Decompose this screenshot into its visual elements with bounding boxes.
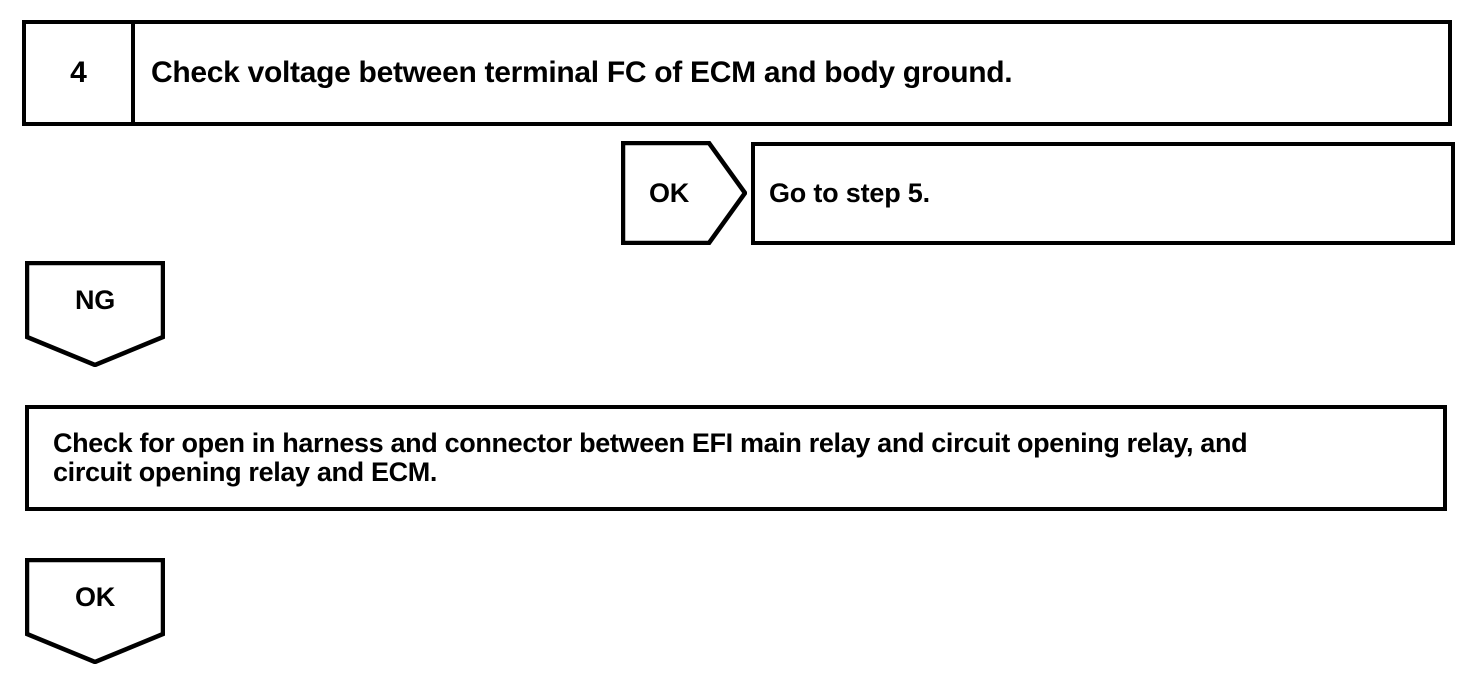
step-instruction-text: Check voltage between terminal FC of ECM…	[151, 56, 1013, 90]
step-instruction-cell: Check voltage between terminal FC of ECM…	[135, 24, 1448, 122]
ok-result-text: Go to step 5.	[769, 178, 930, 209]
arrow-right-icon	[621, 141, 747, 245]
action-text-line-1: Check for open in harness and connector …	[53, 428, 1248, 459]
ok-bottom-branch-label: OK	[74, 581, 116, 612]
step-number: 4	[70, 56, 87, 89]
ok-branch-arrow-down: OK	[25, 558, 165, 664]
ng-branch-arrow-down: NG	[25, 261, 165, 367]
ok-branch-label: OK	[648, 177, 690, 208]
step-row: 4 Check voltage between terminal FC of E…	[22, 20, 1452, 126]
step-number-cell: 4	[26, 24, 135, 122]
ng-branch-label: NG	[74, 284, 116, 315]
arrow-down-icon	[25, 261, 165, 367]
ok-result-box: Go to step 5.	[751, 142, 1455, 245]
action-text-line-2: circuit opening relay and ECM.	[53, 457, 438, 487]
ok-branch-arrow-right: OK	[621, 141, 747, 245]
action-box: Check for open in harness and connector …	[25, 405, 1447, 511]
arrow-down-icon	[25, 558, 165, 664]
